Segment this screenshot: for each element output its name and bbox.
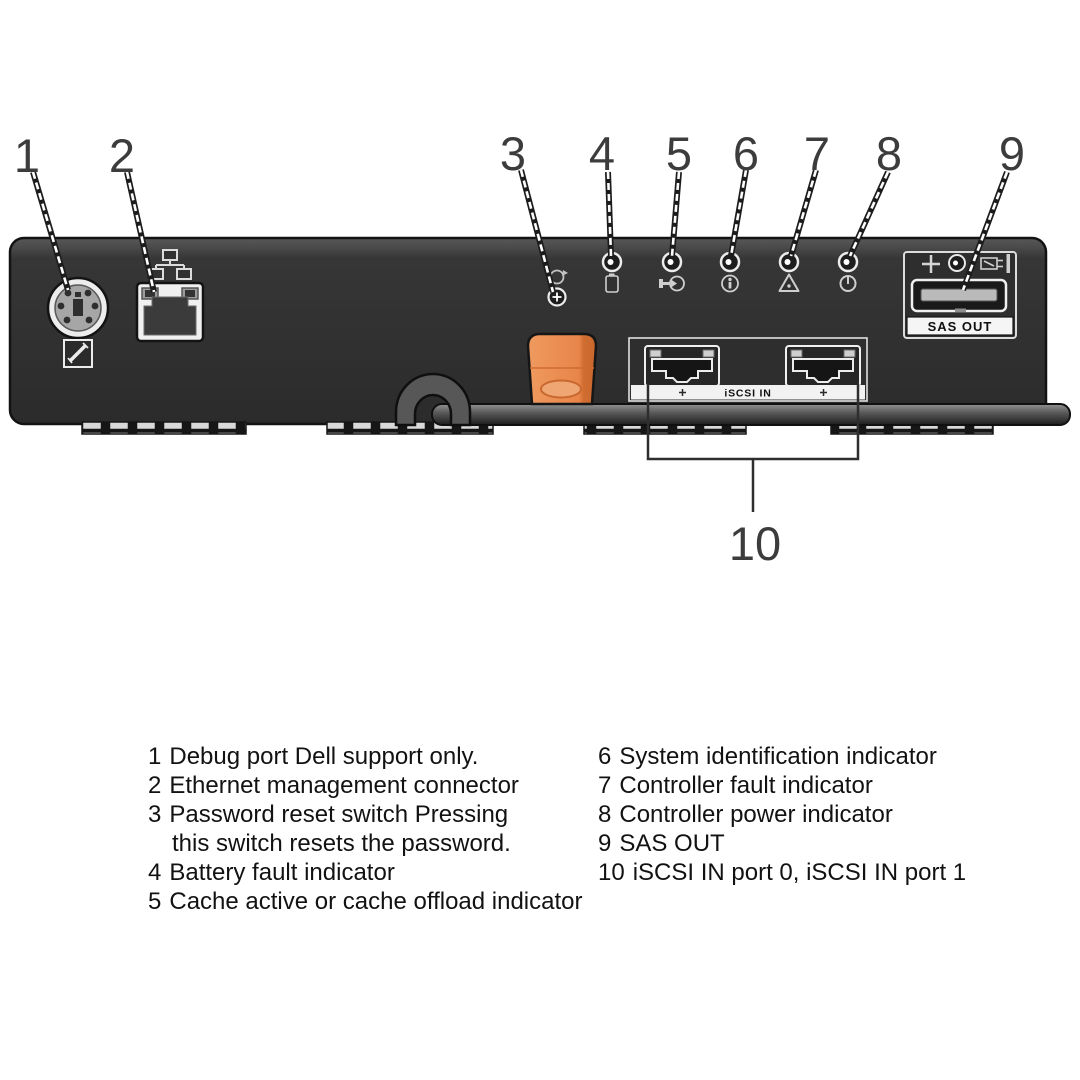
callout-6: 6 <box>733 127 759 180</box>
ethernet-management-port <box>135 249 205 343</box>
legend-num: 7 <box>598 772 612 799</box>
ethernet-socket <box>143 296 197 336</box>
legend-num: 1 <box>148 743 162 770</box>
legend-num: 3 <box>148 801 162 828</box>
iscsi-port-1-mark <box>820 389 827 396</box>
callout-7: 7 <box>804 127 830 180</box>
release-handle <box>394 372 1071 427</box>
handle-rod <box>431 403 1071 426</box>
legend-item-10: 10 iSCSI IN port 0, iSCSI IN port 1 <box>598 858 966 887</box>
handle-loop <box>394 372 472 427</box>
sas-plus-icon <box>922 255 940 273</box>
battery-fault-led <box>601 251 623 293</box>
callout-3: 3 <box>500 127 526 180</box>
power-icon <box>839 275 857 292</box>
callout-2: 2 <box>109 129 135 182</box>
password-reset-switch <box>547 269 568 307</box>
sas-link-icon <box>980 254 1010 273</box>
leader-line-9 <box>960 170 1010 292</box>
network-icon <box>148 249 192 280</box>
legend-item-4: 4 Battery fault indicator <box>148 858 583 887</box>
leader-line-1 <box>30 171 71 291</box>
callout-numbers: 1 2 3 4 5 6 7 8 9 10 <box>14 127 1025 570</box>
legend-item-1: 1 Debug port Dell support only. <box>148 742 583 771</box>
status-leds <box>601 251 859 293</box>
legend-text: System identification indicator <box>619 743 937 770</box>
controller-power-led <box>837 251 859 292</box>
warning-triangle-icon <box>778 273 800 292</box>
legend-num: 2 <box>148 772 162 799</box>
leader-line-4 <box>605 171 614 257</box>
legend-item-7: 7 Controller fault indicator <box>598 771 966 800</box>
iscsi-port-0-mark <box>679 389 686 396</box>
iscsi-port-0 <box>644 345 720 396</box>
iscsi-port-1 <box>785 345 861 396</box>
leader-line-7 <box>788 169 819 257</box>
callout-1: 1 <box>14 129 40 182</box>
legend-text: iSCSI IN port 0, iSCSI IN port 1 <box>632 859 967 886</box>
callout-9: 9 <box>999 127 1025 180</box>
legend-num: 6 <box>598 743 612 770</box>
leader-line-2 <box>124 171 157 293</box>
sas-activity-led <box>948 254 966 272</box>
legend-item-2: 2 Ethernet management connector <box>148 771 583 800</box>
callout-10: 10 <box>729 517 781 570</box>
legend-text: Ethernet management connector <box>169 772 519 799</box>
cache-active-led <box>659 251 685 292</box>
debug-port <box>46 276 110 368</box>
system-id-led <box>719 251 741 293</box>
cache-icon <box>659 275 685 292</box>
sas-out-block: SAS OUT <box>903 251 1017 339</box>
latch-thumb-recess <box>540 379 582 399</box>
legend-num: 8 <box>598 801 612 828</box>
edge-tabs-group-1 <box>81 421 247 435</box>
legend-text: Password reset switch Pressing <box>169 801 509 828</box>
callout-8: 8 <box>876 127 902 180</box>
debug-port-key-slot <box>73 299 83 316</box>
legend-text: Controller power indicator <box>619 801 893 828</box>
sas-connector-blade <box>920 288 998 302</box>
legend-left-column: 1 Debug port Dell support only. 2 Ethernet… <box>148 742 583 916</box>
legend-item-9: 9 SAS OUT <box>598 829 966 858</box>
legend-text: Debug port Dell support only. <box>169 743 479 770</box>
iscsi-label-strip <box>631 385 865 400</box>
legend-item-6: 6 System identification indicator <box>598 742 966 771</box>
battery-icon <box>605 273 619 293</box>
leader-bracket-10 <box>646 384 860 512</box>
sas-out-label-strip <box>906 316 1014 336</box>
iscsi-in-block: iSCSI IN <box>628 337 868 402</box>
wrench-icon <box>63 339 93 368</box>
legend-text: SAS OUT <box>619 830 725 857</box>
sas-out-label: SAS OUT <box>928 319 993 334</box>
callout-5: 5 <box>666 127 692 180</box>
legend-text: Battery fault indicator <box>169 859 395 886</box>
leader-line-6 <box>728 169 749 257</box>
release-latch <box>526 332 598 406</box>
sas-connector-notch <box>955 308 966 313</box>
leader-line-3 <box>518 169 556 293</box>
leader-lines <box>30 169 1010 512</box>
legend-text: Cache active or cache offload indicator <box>169 888 583 915</box>
callout-4: 4 <box>589 127 615 180</box>
debug-port-notch <box>75 292 81 297</box>
legend-num: 10 <box>598 859 625 886</box>
legend-text: Controller fault indicator <box>619 772 873 799</box>
legend-item-3: 3 Password reset switch Pressing <box>148 800 583 829</box>
system-id-icon <box>721 274 739 293</box>
legend-num: 4 <box>148 859 162 886</box>
legend-text: this switch resets the password. <box>172 830 511 857</box>
legend-num: 5 <box>148 888 162 915</box>
legend-item-3-continued: this switch resets the password. <box>148 829 583 858</box>
legend-item-5: 5 Cache active or cache offload indicator <box>148 887 583 916</box>
legend-num: 9 <box>598 830 612 857</box>
legend-item-8: 8 Controller power indicator <box>598 800 966 829</box>
iscsi-in-label: iSCSI IN <box>724 388 771 400</box>
leader-line-8 <box>847 170 891 258</box>
leader-line-5 <box>669 171 682 257</box>
